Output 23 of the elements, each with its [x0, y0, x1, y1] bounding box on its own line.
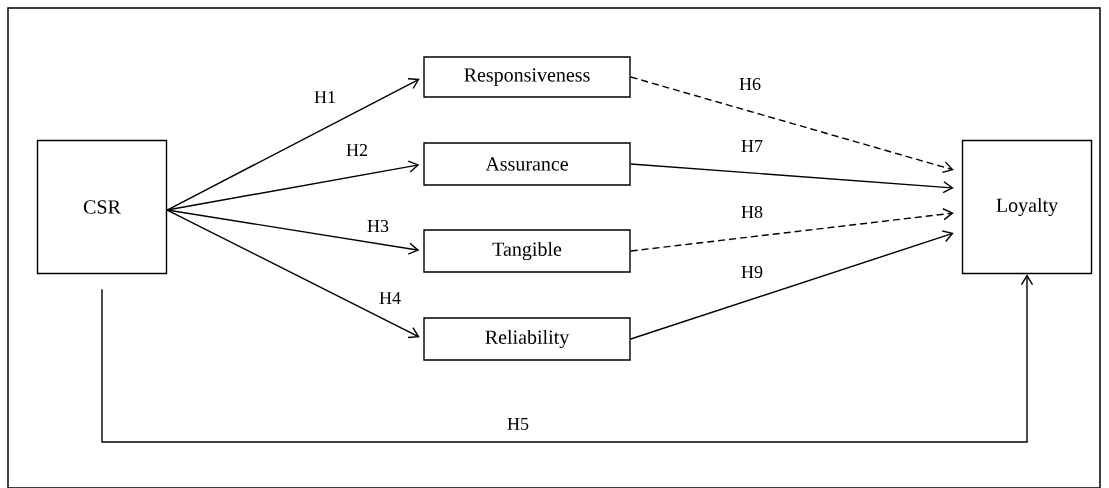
construct-box: Responsiveness	[423, 56, 631, 98]
construct-box: Tangible	[423, 229, 631, 273]
arrow	[166, 160, 420, 211]
construct-box: Loyalty	[961, 139, 1093, 275]
edge-label: H4	[378, 291, 402, 305]
construct-box: CSR	[36, 139, 168, 275]
edge-label: H1	[313, 90, 337, 104]
edge-label: H2	[345, 143, 369, 157]
arrow	[630, 208, 954, 252]
arrow	[101, 274, 1034, 443]
edge-label: H6	[738, 76, 762, 92]
arrow	[630, 230, 954, 340]
arrow	[630, 163, 954, 194]
edge-label: H5	[506, 417, 530, 431]
arrow	[166, 209, 420, 339]
construct-box: Assurance	[423, 142, 631, 186]
edge-label: H7	[740, 139, 764, 153]
arrow	[166, 78, 420, 211]
edge-label: H9	[740, 264, 764, 280]
edge-label: H3	[366, 218, 390, 234]
construct-box: Reliability	[423, 317, 631, 361]
arrow	[630, 76, 954, 174]
edge-label: H8	[740, 204, 764, 220]
